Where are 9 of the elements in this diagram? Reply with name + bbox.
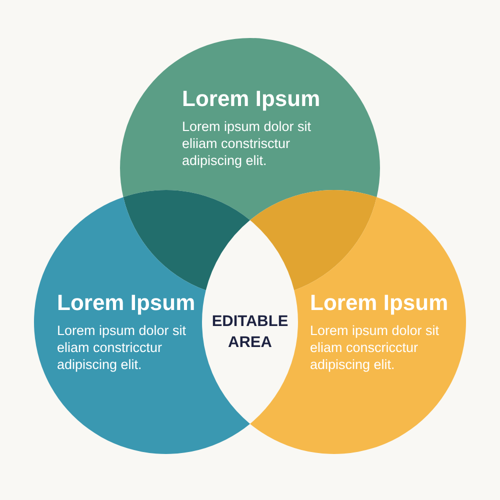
circle-description: Lorem ipsum dolor sit eliiam constrisctur adipiscing elit. [182, 118, 312, 169]
circle-description: Lorem ipsum dolor sit eliam conscricctur adipiscing elit. [310, 322, 440, 373]
lens-label: EDITABLE AREA [212, 311, 288, 353]
overlap-region [123, 190, 250, 290]
circle-heading: Lorem Ipsum [310, 290, 448, 316]
circle-heading: Lorem Ipsum [182, 86, 320, 112]
circle-description: Lorem ipsum dolor sit eliam constricctur adipiscing elit. [57, 322, 188, 373]
overlap-region [250, 190, 377, 290]
circle-heading: Lorem Ipsum [57, 290, 196, 316]
